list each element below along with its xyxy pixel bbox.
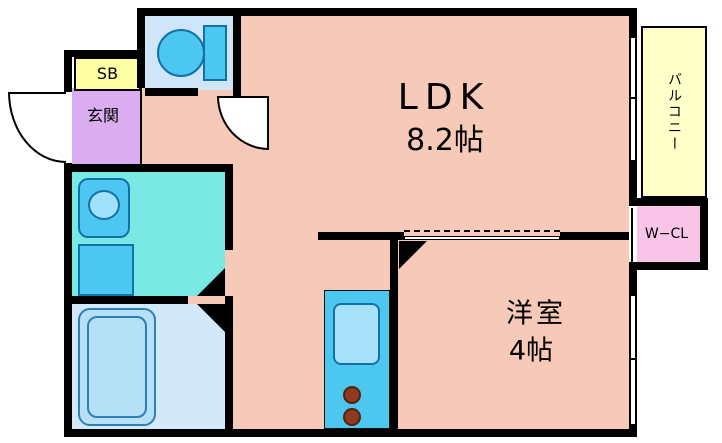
stove-burner-icon	[343, 386, 361, 404]
bathtub-inner-icon	[87, 316, 147, 418]
sliding-door-track	[404, 230, 560, 232]
washing-machine-icon	[78, 244, 134, 296]
wall-right-bottom	[629, 424, 637, 437]
walk-in-closet-label: W−CL	[644, 226, 689, 242]
balcony-window	[629, 38, 637, 160]
toilet-bowl-icon	[157, 29, 205, 77]
wall-shoebox-top	[64, 50, 145, 57]
shoe-box-label: SB	[96, 64, 119, 83]
wall-right-top	[629, 8, 637, 38]
bedroom-window-tick	[629, 358, 637, 360]
entrance-door-arc	[8, 92, 66, 163]
wall-wcl-bottom	[629, 262, 708, 270]
toilet-tank-icon	[203, 25, 227, 81]
entrance-step-line	[140, 88, 142, 164]
western-room-label: 洋室	[506, 298, 566, 330]
stove-burner-icon	[343, 408, 361, 426]
wall-ldk-western-right	[560, 232, 629, 240]
wall-wcl-top	[629, 198, 708, 206]
wall-right-mid	[629, 160, 637, 206]
wcl-door-line	[631, 208, 633, 262]
shoe-box: SB	[74, 57, 141, 91]
room-walk-in-closet-floor: W−CL	[633, 206, 700, 262]
room-entrance-floor	[72, 88, 141, 166]
wall-toilet-left	[137, 8, 145, 88]
wall-washroom-bathroom	[64, 296, 188, 304]
ldk-label: LDK	[397, 77, 491, 118]
wall-left-upper	[64, 50, 72, 92]
bedroom-window	[629, 296, 637, 424]
kitchen-sink-icon	[333, 303, 380, 365]
wall-toilet-bottom	[145, 88, 198, 96]
bathroom-door-triangle	[197, 304, 225, 332]
western-room-door-triangle	[399, 241, 427, 269]
western-room-size-label: 4帖	[508, 335, 554, 367]
wall-bottom	[64, 429, 637, 437]
ldk-size-label: 8.2帖	[406, 123, 484, 158]
wall-toilet-ldk	[233, 8, 241, 96]
wall-top	[137, 8, 637, 16]
wall-bathroom-right	[225, 296, 233, 429]
wall-right-lower	[629, 270, 637, 296]
entrance-label: 玄関	[86, 106, 120, 125]
sink-basin-icon	[88, 190, 120, 220]
wall-wcl-right	[700, 198, 708, 270]
wall-hall-washroom	[64, 164, 233, 172]
wcl-door-opening	[629, 206, 637, 262]
balcony-label: バルコニー	[666, 72, 682, 152]
sliding-door-panel	[404, 236, 560, 240]
washroom-door-triangle	[197, 268, 225, 296]
wall-washroom-right	[225, 164, 233, 250]
bathtub-icon	[78, 308, 156, 426]
wall-kitchen-western	[390, 232, 398, 429]
balcony: バルコニー	[641, 26, 707, 198]
balcony-window-tick	[629, 97, 637, 99]
wall-ldk-western-left	[318, 232, 404, 240]
